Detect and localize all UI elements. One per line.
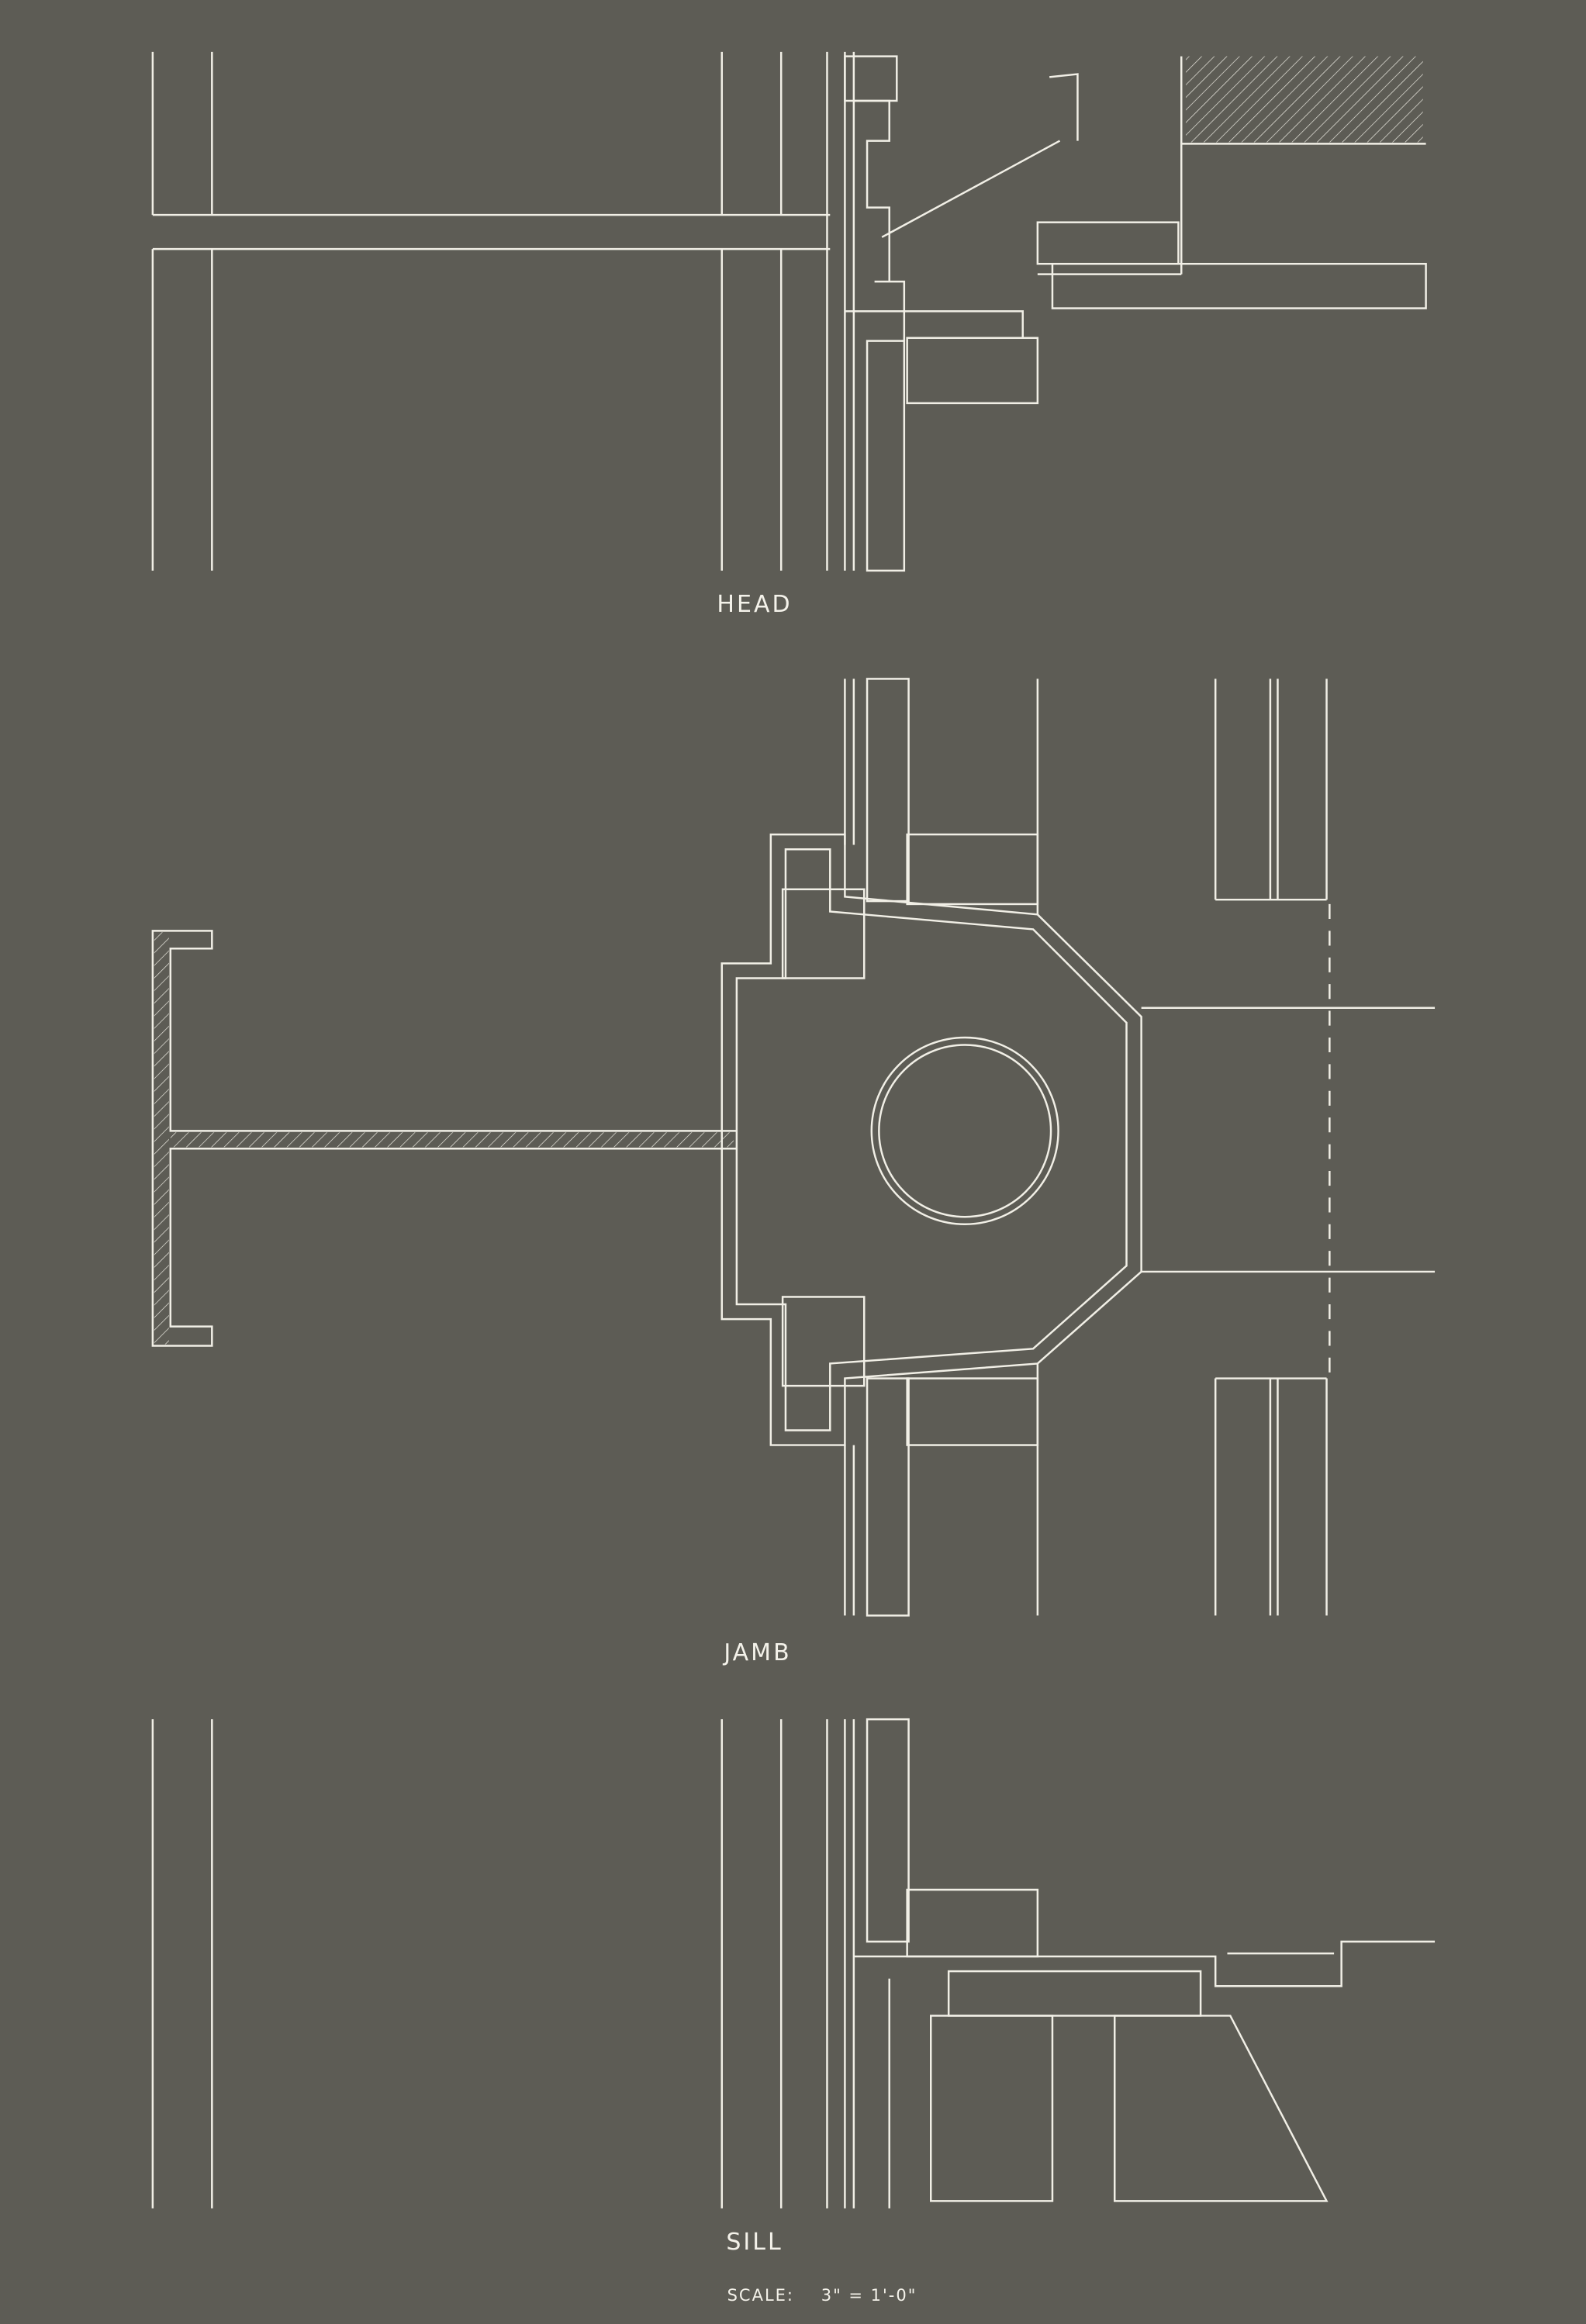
jamb-label: JAMB: [724, 1639, 792, 1666]
scale-label: SCALE:: [727, 2286, 794, 2305]
head-label: HEAD: [717, 591, 793, 618]
jamb-detail: [151, 678, 1436, 1617]
sill-detail: [151, 1718, 1436, 2208]
scale-note: SCALE: 3" = 1'-0": [727, 2286, 917, 2305]
scale-value: 3" = 1'-0": [821, 2286, 917, 2305]
sill-label: SILL: [726, 2229, 783, 2256]
head-detail: [151, 51, 1427, 572]
